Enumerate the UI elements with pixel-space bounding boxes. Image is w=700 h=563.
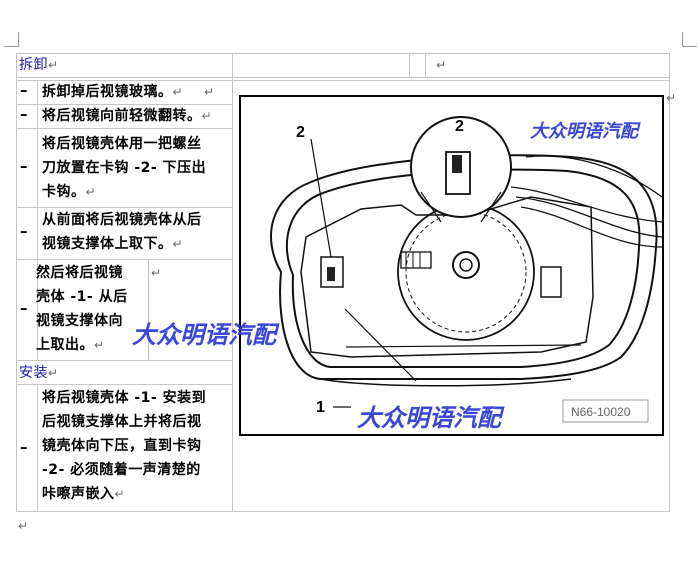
table-line (37, 384, 38, 511)
step-text: 然后将后视镜 壳体 -1- 从后 视镜支撑体向 上取出。↵ (36, 265, 128, 353)
figure-code: N66-10020 (571, 405, 631, 419)
table-line (148, 259, 149, 360)
section-title-removal: 拆卸↵ (19, 57, 59, 73)
paragraph-mark: ↵ (18, 519, 29, 533)
paragraph-mark: ↵ (204, 85, 215, 99)
paragraph-mark: ↵ (436, 58, 447, 72)
watermark: 大众明语汽配 (530, 121, 638, 142)
step-text: 将后视镜向前轻微翻转。↵ (42, 108, 213, 124)
table-line (16, 207, 232, 208)
table-line (232, 53, 233, 511)
mirror-illustration: 2 2 1 N66-10020 (270, 116, 663, 423)
table-line (16, 104, 232, 105)
step-text: 拆卸掉后视镜玻璃。↵ (42, 84, 184, 100)
callout-2: 2 (296, 124, 305, 141)
table-line (16, 128, 232, 129)
watermark: 大众明语汽配 (132, 320, 276, 349)
step-dash: – (20, 105, 28, 123)
table-line (16, 384, 232, 385)
table-line (16, 53, 17, 511)
table-line (409, 53, 410, 77)
step-dash: – (20, 81, 28, 99)
table-line (16, 53, 670, 54)
callout-2-zoom: 2 (455, 118, 464, 135)
crop-mark (682, 32, 697, 47)
paragraph-mark: ↵ (151, 266, 162, 280)
table-line (16, 259, 232, 260)
paragraph-mark: ↵ (666, 91, 677, 105)
mirror-diagram: 2 2 1 N66-10020 (239, 95, 664, 436)
callout-1: 1 (316, 399, 325, 416)
table-line (16, 77, 670, 78)
crop-mark (4, 32, 19, 47)
watermark: 大众明语汽配 (357, 403, 501, 432)
step-text: 将后视镜壳体用一把螺丝 刀放置在卡钩 -2- 下压出 卡钩。↵ (42, 136, 207, 200)
table-line (669, 53, 670, 511)
step-text: 将后视镜壳体 -1- 安装到 后视镜支撑体上并将后视 镜壳体向下压，直到卡钩 -… (42, 390, 207, 502)
table-line (37, 80, 38, 360)
table-line (16, 511, 670, 512)
step-dash: – (20, 157, 28, 175)
table-line (16, 360, 232, 361)
step-dash: – (20, 299, 28, 317)
table-line (425, 53, 426, 77)
section-title-install: 安装↵ (19, 365, 59, 381)
table-line (16, 80, 670, 81)
step-dash: – (20, 222, 28, 240)
step-text: 从前面将后视镜壳体从后 视镜支撑体上取下。↵ (42, 212, 202, 252)
step-dash: – (20, 438, 28, 456)
